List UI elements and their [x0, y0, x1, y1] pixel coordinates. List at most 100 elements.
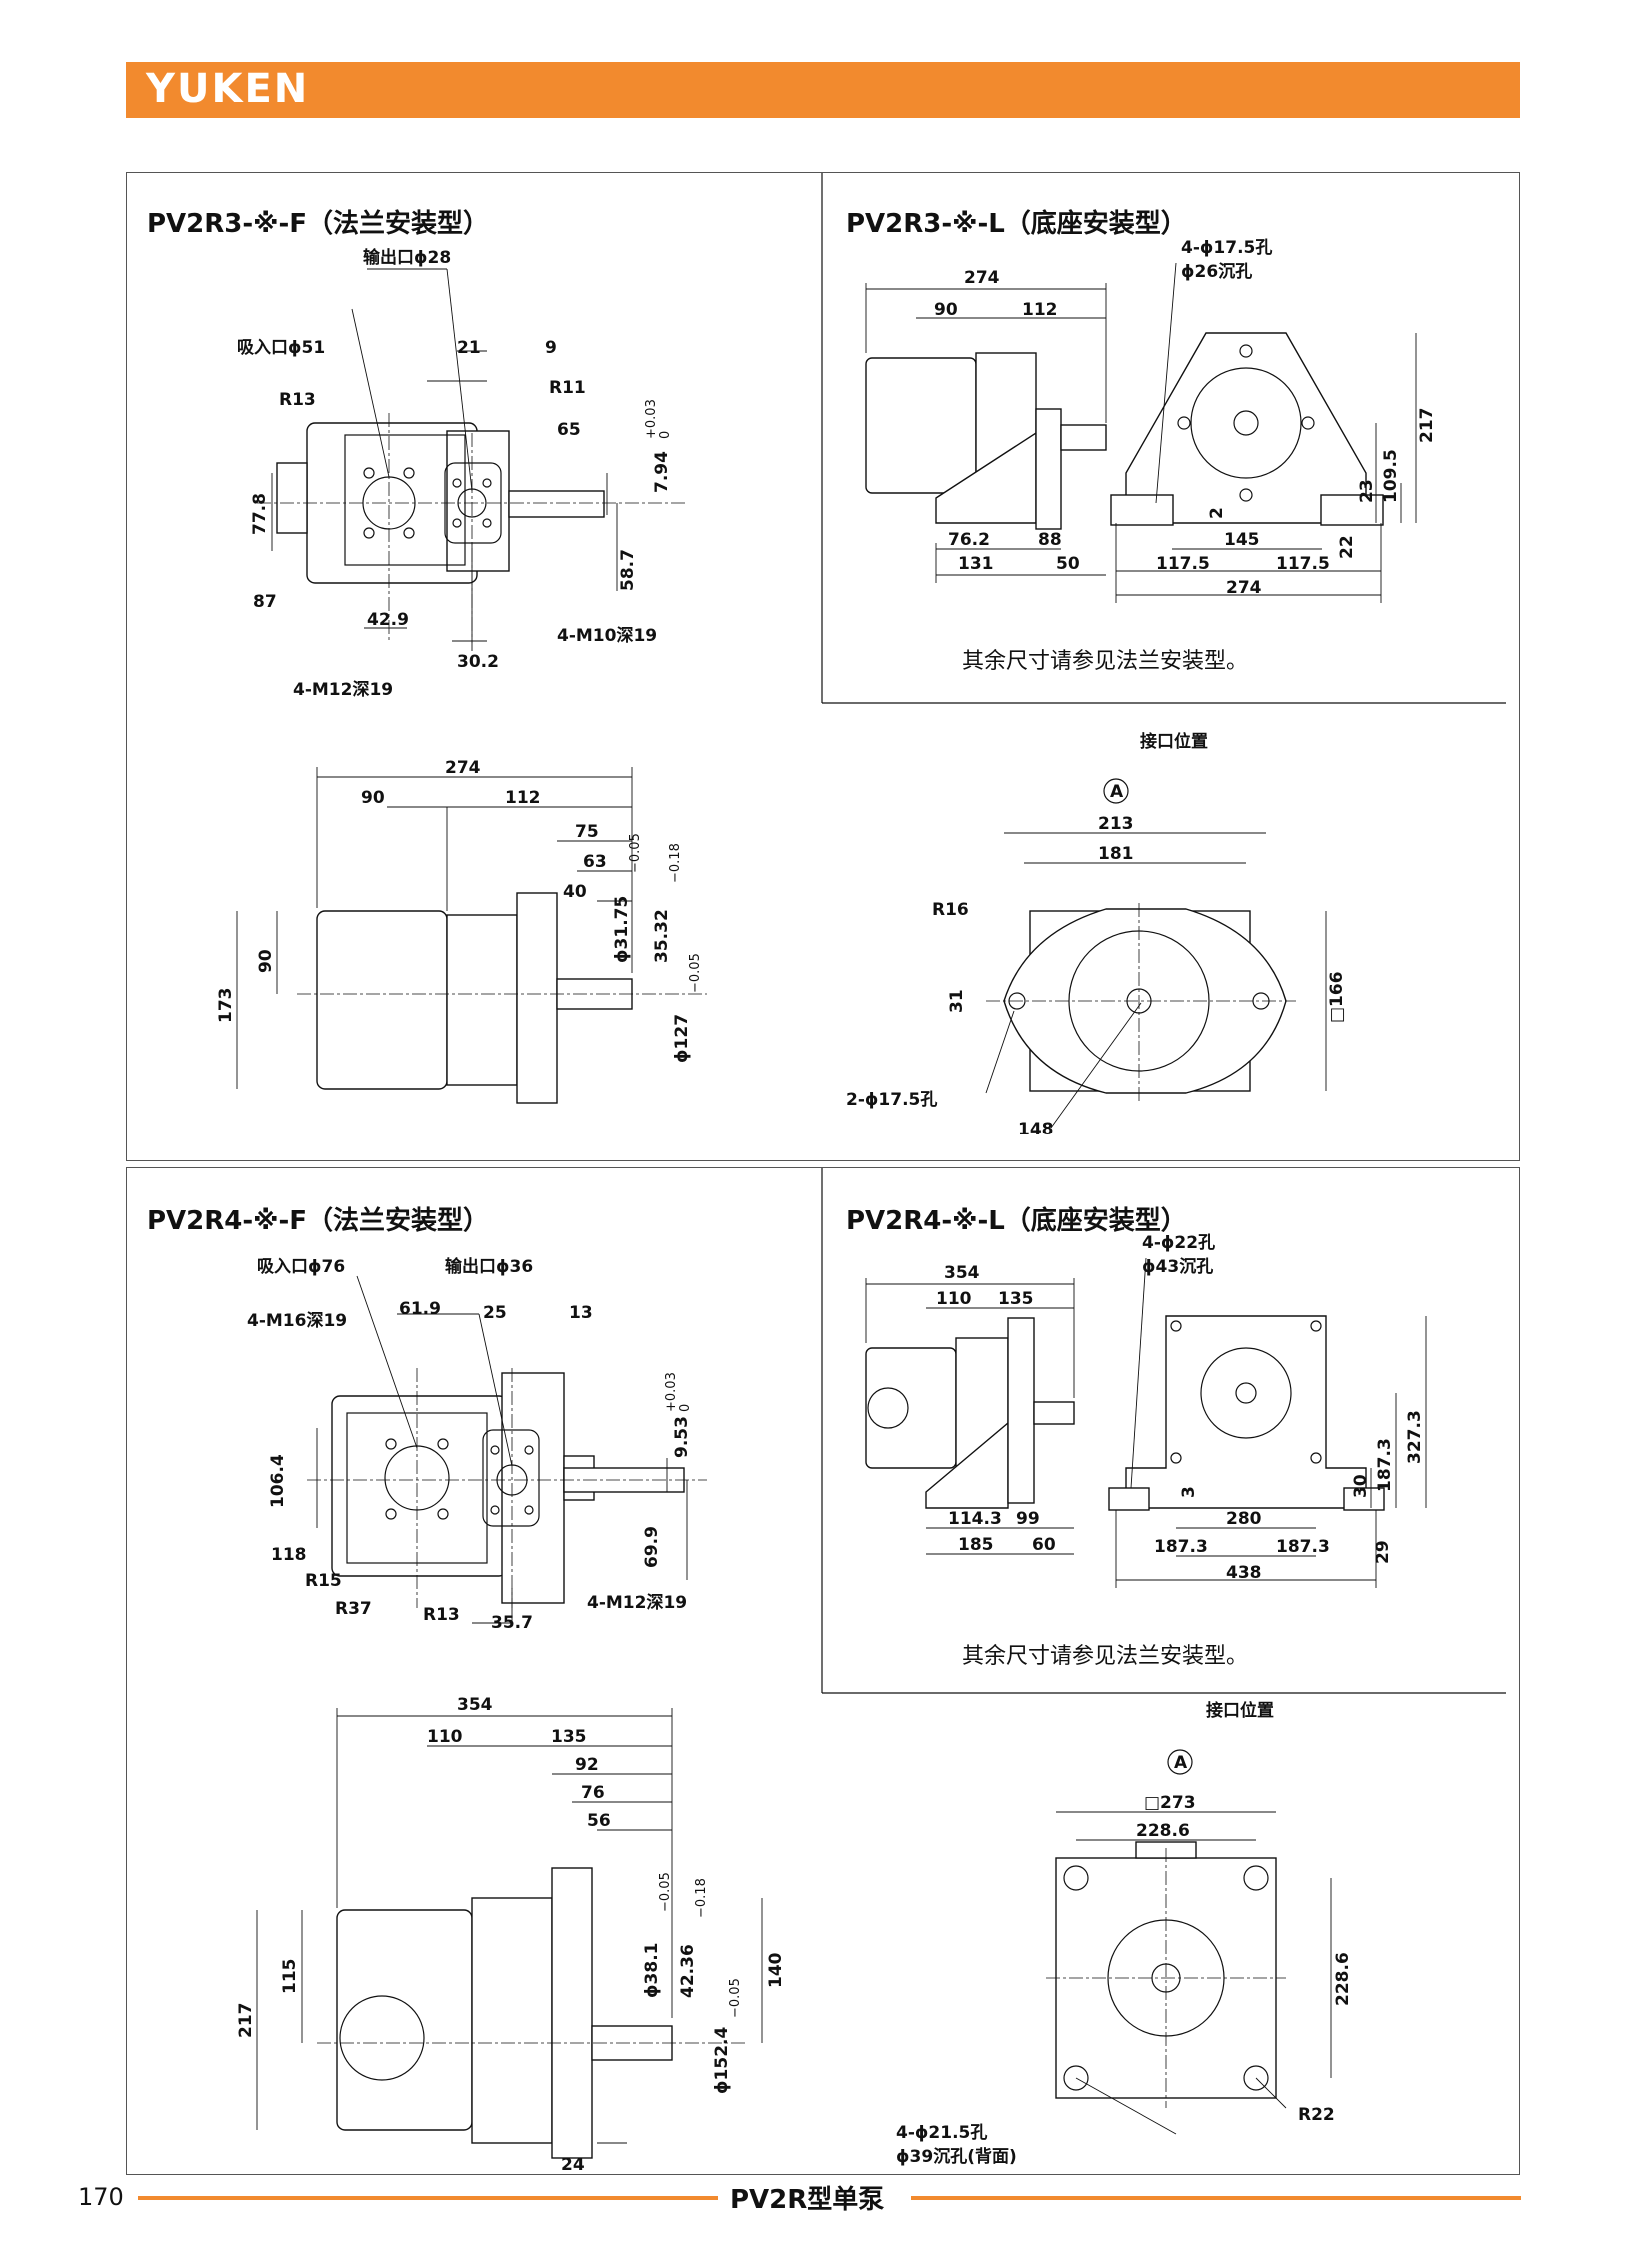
label-r4l-110: 110	[936, 1289, 972, 1309]
label-r3f-inlet: 吸入口ϕ51	[237, 338, 325, 358]
label-r3f-s112: 112	[505, 788, 541, 808]
label-r4l-135: 135	[998, 1289, 1034, 1309]
r3l-end-view: 4-ϕ17.5孔 ϕ26沉孔 2 145 23 109.5 217 22 117…	[1110, 238, 1437, 603]
label-r4f-13: 13	[569, 1303, 593, 1323]
pump-body	[331, 1395, 508, 1577]
label-r3f-pilot: ϕ127	[672, 1014, 692, 1063]
label-r4f-r13: R13	[423, 1605, 460, 1625]
label-r3p-r16: R16	[932, 900, 969, 920]
label-r3p-148: 148	[1018, 1120, 1054, 1139]
label-r3l-23: 23	[1357, 479, 1377, 503]
base-bracket	[925, 1421, 1009, 1509]
flange	[516, 892, 558, 1104]
label-r3f-42-9: 42.9	[367, 610, 409, 630]
label-r3f-s90v: 90	[256, 949, 276, 973]
label-r3f-tol-b: −0.18	[668, 843, 683, 883]
label-r3l-217: 217	[1417, 408, 1437, 444]
label-r3l-76-2: 76.2	[948, 530, 990, 550]
label-r4l-hole: 4-ϕ22孔	[1142, 1233, 1215, 1253]
label-r3l-cb: ϕ26沉孔	[1181, 261, 1252, 282]
label-r3f-7-94: 7.94	[652, 451, 672, 493]
boss	[276, 462, 308, 534]
label-r4f-m12: 4-M12深19	[587, 1592, 687, 1613]
label-r3l-50: 50	[1056, 554, 1080, 574]
r3l-side-view: 274 90 112 76.2 88 131 50	[865, 268, 1107, 583]
drawing-pv2r3: 输出口ϕ28 吸入口ϕ51 R13 R11 21 9 65 7.94 +0.03…	[216, 173, 1506, 1139]
label-r3f-s63: 63	[583, 852, 607, 872]
header-bar: YUKEN	[126, 62, 1520, 118]
label-r4f-9-53: 9.53	[672, 1416, 692, 1458]
r4l-side-view: 354 110 135 114.3 99 185 60	[865, 1263, 1075, 1555]
r4f-side-view: 354 110 135 92 76 56 217 115 ϕ38.1 −0.05…	[236, 1695, 786, 2174]
label-r3f-s173: 173	[216, 988, 236, 1024]
label-r4l-187b: 187.3	[1276, 1537, 1330, 1557]
label-r4f-m16: 4-M16深19	[247, 1310, 347, 1331]
label-r4f-r15: R15	[305, 1571, 342, 1591]
note-r4l: 其余尺寸请参见法兰安装型。	[962, 1644, 1249, 1669]
footer-rule-left	[138, 2196, 718, 2200]
label-r4f-tol-a: −0.05	[658, 1872, 673, 1912]
flange	[446, 430, 510, 572]
label-r4l-438: 438	[1226, 1563, 1262, 1583]
port-marker	[1103, 778, 1129, 804]
label-r4f-outlet: 输出口ϕ36	[445, 1256, 533, 1277]
port-marker	[1167, 1749, 1193, 1775]
footer-title: PV2R型单泵	[730, 2185, 885, 2215]
label-r3f-s90: 90	[361, 788, 385, 808]
label-r4l-114-3: 114.3	[948, 1509, 1002, 1529]
label-r3f-r11: R11	[549, 378, 586, 398]
label-r3l-hole: 4-ϕ17.5孔	[1181, 238, 1272, 258]
label-r4l-187v: 187.3	[1375, 1438, 1395, 1492]
label-r3f-65: 65	[557, 420, 581, 440]
label-r4p-273: □273	[1144, 1793, 1196, 1813]
label-r4p-228h: 228.6	[1136, 1821, 1190, 1841]
shaft	[508, 490, 605, 518]
pump-body	[336, 1909, 473, 2131]
label-r4f-106-4: 106.4	[268, 1454, 288, 1508]
label-r4f-pilot: ϕ152.4	[712, 2027, 732, 2094]
label-r3f-58-7: 58.7	[618, 549, 638, 591]
label-r4f-s354: 354	[457, 1695, 493, 1715]
section-title-r3f: PV2R3-※-F（法兰安装型）	[147, 209, 489, 239]
shaft	[1060, 424, 1107, 451]
flange	[1035, 408, 1062, 530]
label-r4f-tol-c: −0.05	[728, 1978, 743, 2018]
shaft	[1033, 1401, 1075, 1425]
label-r3f-tol-a: −0.05	[628, 833, 643, 873]
label-r3p-181: 181	[1098, 844, 1134, 864]
page-number: 170	[78, 2183, 124, 2211]
label-r4p-port: 接口位置	[1206, 1700, 1274, 1721]
label-r4f-61-9: 61.9	[399, 1299, 441, 1319]
label-r3l-145: 145	[1224, 530, 1260, 550]
label-r4f-s217: 217	[236, 2003, 256, 2039]
label-r4l-99: 99	[1016, 1509, 1040, 1529]
r3f-side-view: 274 90 112 75 63 40 173 90 ϕ31.75 −0.05 …	[216, 758, 707, 1104]
label-r3l-88: 88	[1038, 530, 1062, 550]
note-r3l: 其余尺寸请参见法兰安装型。	[962, 649, 1249, 674]
label-r4l-185: 185	[958, 1535, 994, 1555]
label-r4f-inlet: 吸入口ϕ76	[257, 1257, 345, 1277]
label-r3f-tol-0: 0	[658, 431, 673, 439]
label-r3l-22: 22	[1337, 535, 1357, 559]
flange	[501, 1372, 565, 1604]
section-title-r4f: PV2R4-※-F（法兰安装型）	[147, 1206, 489, 1236]
label-r4p-a: A	[1174, 1753, 1188, 1773]
r4-port-view: 接口位置 A □273 228.6 228.6 4-ϕ21.5孔 ϕ39沉孔(背…	[896, 1700, 1353, 2167]
label-r3f-key: 35.32	[652, 909, 672, 963]
flange	[1007, 1317, 1035, 1504]
label-r3p-213: 213	[1098, 814, 1134, 834]
flange	[551, 1867, 593, 2159]
label-r4l-cb: ϕ43沉孔	[1142, 1256, 1213, 1277]
brand-logo: YUKEN	[146, 66, 310, 112]
label-r4f-s135: 135	[551, 1727, 587, 1747]
label-r3f-s75: 75	[575, 822, 599, 842]
label-r3f-9: 9	[545, 338, 557, 358]
label-r3f-77-8: 77.8	[250, 493, 270, 535]
label-r3l-131: 131	[958, 554, 994, 574]
label-r3l-109-5: 109.5	[1381, 449, 1401, 503]
label-r4f-s76: 76	[581, 1783, 605, 1803]
label-r3f-s274: 274	[445, 758, 481, 778]
label-r3p-port: 接口位置	[1140, 731, 1208, 752]
label-r3f-m12: 4-M12深19	[293, 679, 393, 700]
label-r4l-3: 3	[1179, 1486, 1199, 1498]
